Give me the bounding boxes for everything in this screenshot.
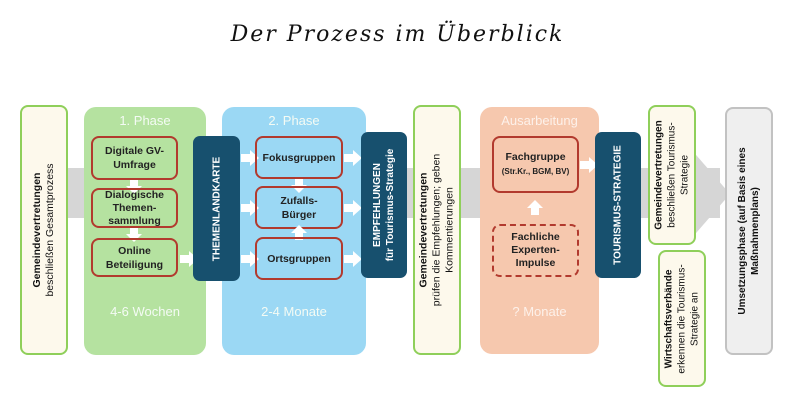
empfehlungen-box: EMPFEHLUNGEN für Tourismus-Strategie	[361, 132, 407, 278]
step-text: Dialogische	[105, 188, 164, 201]
arrow-right-icon	[344, 251, 362, 267]
step-text: Beteiligung	[105, 258, 164, 271]
ausarbeitung-label: Ausarbeitung	[501, 113, 578, 128]
phase1-label: 1. Phase	[119, 113, 171, 128]
step-digitale-gv-umfrage: Digitale GV- Umfrage	[91, 136, 178, 180]
wirtschaft-desc: erkennen die Tourismus-	[676, 263, 688, 374]
arrow-down-icon	[291, 179, 307, 193]
review-gv-desc: Kommentierungen	[443, 187, 456, 273]
beschluss-gv-box: Gemeindevertretungen beschließen Tourism…	[648, 105, 696, 245]
ausarbeitung-duration: ? Monate	[512, 304, 567, 319]
empfehlungen-title: EMPFEHLUNGEN	[372, 163, 383, 247]
step-ortsgruppen: Ortsgruppen	[255, 237, 343, 280]
step-zufalls-buerger: Zufalls-Bürger	[255, 186, 343, 229]
themenlandkarte-box: THEMENLANDKARTE	[193, 136, 240, 281]
step-text: Umfrage	[113, 159, 156, 171]
beschluss-gv-desc: beschließen Tourismus-	[666, 122, 678, 228]
fachgruppe-subtitle: (Str.Kr., BGM, BV)	[501, 167, 570, 176]
process-arrow-head-icon	[690, 148, 730, 240]
start-gv-desc: beschließen Gesamtprozess	[44, 163, 56, 297]
page-title: Der Prozess im Überblick	[230, 22, 565, 47]
step-text: Online	[118, 244, 151, 257]
tourismus-strategie-box: TOURISMUS-STRATEGIE	[595, 132, 641, 278]
themenlandkarte-label: THEMENLANDKARTE	[211, 156, 222, 261]
arrow-up-icon	[291, 225, 307, 240]
review-gv-text: Gemeindevertretungen prüfen die Empfehlu…	[418, 154, 457, 306]
wirtschaftsverbaende-text: Wirtschaftsverbände erkennen die Tourism…	[663, 264, 702, 373]
step-fokusgruppen: Fokusgruppen	[255, 136, 343, 179]
start-gv-text: Gemeindevertretungen beschließen Gesamtp…	[31, 163, 57, 296]
review-gv-bold: Gemeindevertretungen	[417, 172, 430, 288]
step-text: Fachliche	[511, 231, 560, 243]
step-text: Zufalls-	[280, 194, 318, 207]
arrow-right-icon	[344, 200, 362, 216]
umsetzungsphase-box: Umsetzungsphase (auf Basis eines Maßnahm…	[725, 107, 773, 355]
arrow-right-icon	[241, 150, 259, 166]
empfehlungen-subtitle: für Tourismus-Strategie	[385, 148, 396, 262]
step-text: sammlung	[108, 214, 161, 227]
phase2-label: 2. Phase	[268, 113, 320, 128]
step-text: Ortsgruppen	[267, 252, 331, 265]
beschluss-gv-text: Gemeindevertretungen beschließen Tourism…	[653, 120, 692, 229]
beschluss-gv-desc: Strategie	[679, 154, 691, 196]
arrow-right-icon	[241, 251, 259, 267]
arrow-up-icon	[527, 200, 543, 215]
arrow-right-icon	[580, 157, 598, 173]
arrow-right-icon	[344, 150, 362, 166]
umsetzung-line: Umsetzungsphase (auf Basis eines	[737, 147, 748, 315]
tourismus-strategie-label: TOURISMUS-STRATEGIE	[612, 145, 624, 265]
umsetzungsphase-text: Umsetzungsphase (auf Basis eines Maßnahm…	[736, 147, 762, 314]
step-text: Digitale GV-	[105, 145, 164, 157]
step-text: Experten-	[511, 244, 560, 256]
fachgruppe-title: Fachgruppe	[505, 151, 566, 163]
step-text: Bürger	[281, 208, 317, 221]
wirtschaft-desc: Strategie an	[689, 291, 701, 346]
start-gv-bold: Gemeindevertretungen	[31, 172, 43, 288]
phase1-duration: 4-6 Wochen	[110, 304, 180, 319]
step-text: Themen-	[112, 201, 157, 214]
arrow-right-icon	[241, 200, 259, 216]
start-gv-box: Gemeindevertretungen beschließen Gesamtp…	[20, 105, 68, 355]
review-gv-desc: prüfen die Empfehlungen; geben	[430, 153, 443, 307]
wirtschaft-bold: Wirtschaftsverbände	[663, 269, 675, 368]
fachgruppe-box: Fachgruppe (Str.Kr., BGM, BV)	[492, 136, 579, 193]
arrow-down-icon	[126, 180, 142, 194]
beschluss-gv-bold: Gemeindevertretungen	[653, 120, 665, 230]
phase1-panel: 1. Phase 4-6 Wochen	[84, 107, 206, 355]
review-gv-box: Gemeindevertretungen prüfen die Empfehlu…	[413, 105, 461, 355]
empfehlungen-label: EMPFEHLUNGEN für Tourismus-Strategie	[371, 149, 397, 262]
step-text: Impulse	[515, 257, 556, 269]
wirtschaftsverbaende-box: Wirtschaftsverbände erkennen die Tourism…	[658, 250, 706, 387]
umsetzung-line: Maßnahmenplans)	[750, 187, 761, 275]
step-text: Fokusgruppen	[262, 151, 336, 164]
phase2-duration: 2-4 Monate	[261, 304, 327, 319]
